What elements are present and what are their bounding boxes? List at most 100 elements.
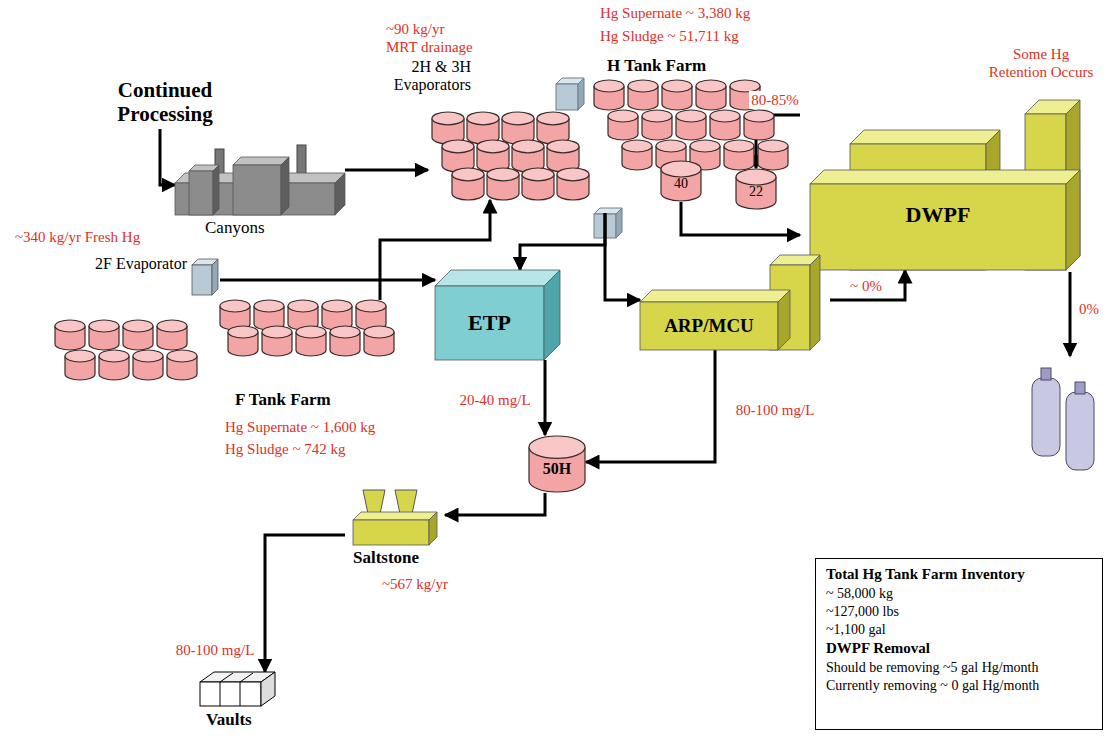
tank: 22	[735, 168, 777, 210]
shape-part	[724, 140, 754, 152]
shape-part	[544, 270, 560, 360]
canister-body	[1066, 392, 1094, 470]
shape-part	[261, 672, 275, 706]
flow-arrow	[586, 350, 715, 462]
shape-part	[254, 300, 284, 312]
shape-part	[240, 682, 241, 706]
shape-part	[435, 270, 560, 286]
node-text: 22	[735, 184, 777, 201]
shape-part	[192, 265, 212, 295]
node-text: Should be removing ~5 gal Hg/month	[826, 659, 1039, 677]
node-text: DWPF Removal	[826, 639, 930, 659]
canister-neck	[1041, 368, 1051, 380]
node-text: Saltstone	[353, 548, 419, 568]
evaporator-tanks-outline	[428, 110, 590, 200]
cube-side	[616, 208, 622, 238]
shape-part	[1066, 170, 1080, 270]
shape-part	[850, 130, 1000, 144]
shape-part	[810, 184, 1066, 270]
shape-part	[262, 326, 292, 338]
node-text: ARP/MCU	[640, 315, 778, 338]
shape-part	[281, 157, 289, 215]
shape-part	[661, 161, 701, 177]
disposal-vaults-outline	[200, 672, 275, 707]
shape-part	[744, 110, 774, 122]
treatment-box: ETP	[435, 270, 560, 360]
shape-part	[89, 320, 119, 332]
saltstone-facility: Saltstone	[345, 490, 445, 545]
shape-part	[640, 302, 778, 350]
shape-part	[297, 145, 306, 177]
shape-part	[220, 300, 250, 312]
dwpf-facility: DWPF	[800, 100, 1090, 270]
flow-label: ~ 0%	[848, 277, 884, 295]
shape-part	[55, 320, 85, 332]
shape-part	[467, 112, 499, 125]
shape-part	[363, 490, 385, 514]
shape-part	[189, 171, 213, 215]
shape-part	[676, 110, 706, 122]
shape-part	[200, 682, 261, 706]
canyons-building-outline	[175, 145, 345, 215]
shape-part	[356, 300, 386, 312]
shape-part	[594, 80, 624, 92]
dwpf-facility-outline	[800, 100, 1090, 270]
shape-part	[608, 110, 638, 122]
shape-part	[167, 350, 197, 362]
flow-arrow	[160, 129, 175, 185]
flow-arrow	[544, 360, 547, 435]
evaporator-unit: 2F Evaporator	[95, 255, 220, 297]
node-text: ETP	[435, 310, 544, 336]
shape-part	[628, 80, 658, 92]
shape-part	[557, 168, 589, 181]
node-text: Total Hg Tank Farm Inventory	[826, 565, 1025, 585]
flow-label: 80-85%	[749, 91, 801, 109]
shape-part	[220, 682, 221, 706]
shape-part	[395, 490, 417, 514]
flow-arrow	[605, 213, 640, 300]
transfer-cube	[556, 78, 584, 110]
shape-part	[99, 350, 129, 362]
cube-side	[578, 78, 584, 110]
shape-part	[547, 140, 579, 153]
glass-canisters	[1032, 368, 1094, 470]
shape-part	[810, 170, 1080, 184]
shape-part	[522, 168, 554, 181]
shape-part	[429, 512, 437, 545]
node-text: ~127,000 lbs	[826, 603, 899, 621]
tank: 50H	[528, 435, 586, 493]
node-text: 2F Evaporator	[95, 255, 187, 273]
shape-part	[233, 157, 289, 165]
annotation-label: 0%	[1079, 300, 1099, 318]
shape-part	[512, 140, 544, 153]
flow-arrow	[520, 213, 605, 270]
shape-part	[710, 110, 740, 122]
shape-part	[502, 112, 534, 125]
shape-part	[778, 290, 790, 350]
disposal-vaults: Vaults	[200, 672, 275, 707]
shape-part	[353, 512, 437, 520]
flow-arrow	[830, 270, 905, 300]
shape-part	[288, 300, 318, 312]
annotation-label: MRT drainage	[386, 38, 473, 56]
shape-part	[432, 112, 464, 125]
shape-part	[537, 112, 569, 125]
annotation-label: ~567 kg/yr	[382, 575, 448, 593]
shape-part	[157, 320, 187, 332]
node-text: 40	[660, 176, 702, 193]
shape-part	[529, 436, 585, 458]
node-text: DWPF	[810, 202, 1066, 228]
flow-arrow	[345, 169, 428, 172]
shape-part	[240, 673, 253, 682]
shape-part	[233, 165, 281, 215]
shape-part	[487, 168, 519, 181]
saltstone-facility-outline	[345, 490, 445, 545]
shape-part	[442, 140, 474, 153]
shape-part	[228, 326, 258, 338]
canister-neck	[1075, 382, 1085, 394]
cube-front	[556, 84, 578, 110]
node-text: F Tank Farm	[235, 390, 331, 410]
flow-label: 80-100 mg/L	[174, 641, 257, 659]
shape-part	[452, 168, 484, 181]
